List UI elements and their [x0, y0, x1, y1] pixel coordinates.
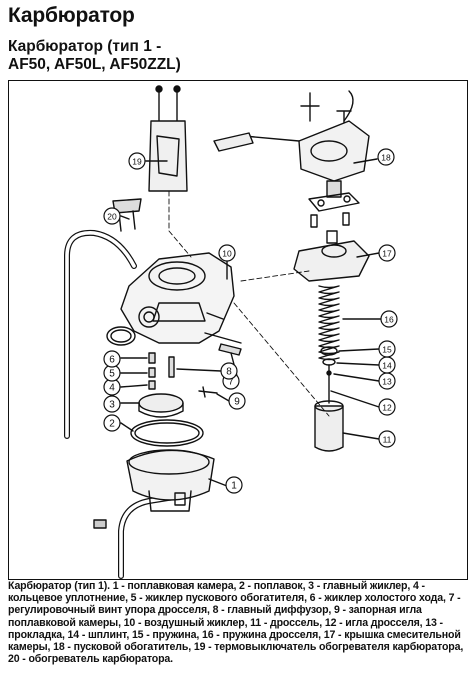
callout-label-18: 18 — [381, 153, 391, 163]
callout-label-20: 20 — [107, 212, 117, 222]
callout-circle-6 — [103, 350, 121, 368]
callout-label-8: 8 — [226, 367, 232, 378]
callout-label-5: 5 — [109, 369, 115, 380]
callout-label-11: 11 — [383, 435, 392, 445]
callout-label-14: 14 — [382, 361, 392, 371]
callout-label-2: 2 — [109, 419, 115, 430]
callout-label-15: 15 — [382, 345, 392, 355]
callout-label-10: 10 — [222, 249, 232, 259]
callout-circle-17 — [378, 244, 396, 262]
callout-circle-20 — [103, 207, 121, 225]
callout-circle-1 — [225, 476, 243, 494]
callout-circle-11 — [378, 430, 396, 448]
callout-label-16: 16 — [384, 315, 394, 325]
figure-caption: Карбюратор (тип 1). 1 - поплавковая каме… — [8, 580, 464, 666]
callout-label-4: 4 — [109, 383, 115, 394]
callout-circle-16 — [380, 310, 398, 328]
callout-circle-8 — [220, 362, 238, 380]
callout-label-13: 13 — [382, 377, 392, 387]
callout-label-19: 19 — [132, 157, 142, 167]
page-title: Карбюратор — [8, 4, 135, 27]
callout-label-12: 12 — [382, 403, 392, 413]
callout-circle-18 — [377, 148, 395, 166]
callout-label-17: 17 — [382, 249, 392, 259]
callout-label-3: 3 — [109, 400, 115, 411]
callout-circle-10 — [218, 244, 236, 262]
callout-circle-9 — [228, 392, 246, 410]
callout-circle-3 — [103, 395, 121, 413]
subtitle-line-2: AF50, AF50L, AF50ZZL) — [8, 56, 181, 73]
callout-circle-2 — [103, 414, 121, 432]
callout-label-9: 9 — [234, 397, 240, 408]
callout-circle-19 — [128, 152, 146, 170]
callout-circle-12 — [378, 398, 396, 416]
page-subtitle: Карбюратор (тип 1 - AF50, AF50L, AF50ZZL… — [8, 38, 308, 74]
callout-label-6: 6 — [109, 355, 115, 366]
callout-label-1: 1 — [231, 481, 237, 492]
subtitle-line-1: Карбюратор (тип 1 - — [8, 38, 162, 55]
callout-label-7: 7 — [228, 377, 234, 388]
callout-circle-15 — [378, 340, 396, 358]
